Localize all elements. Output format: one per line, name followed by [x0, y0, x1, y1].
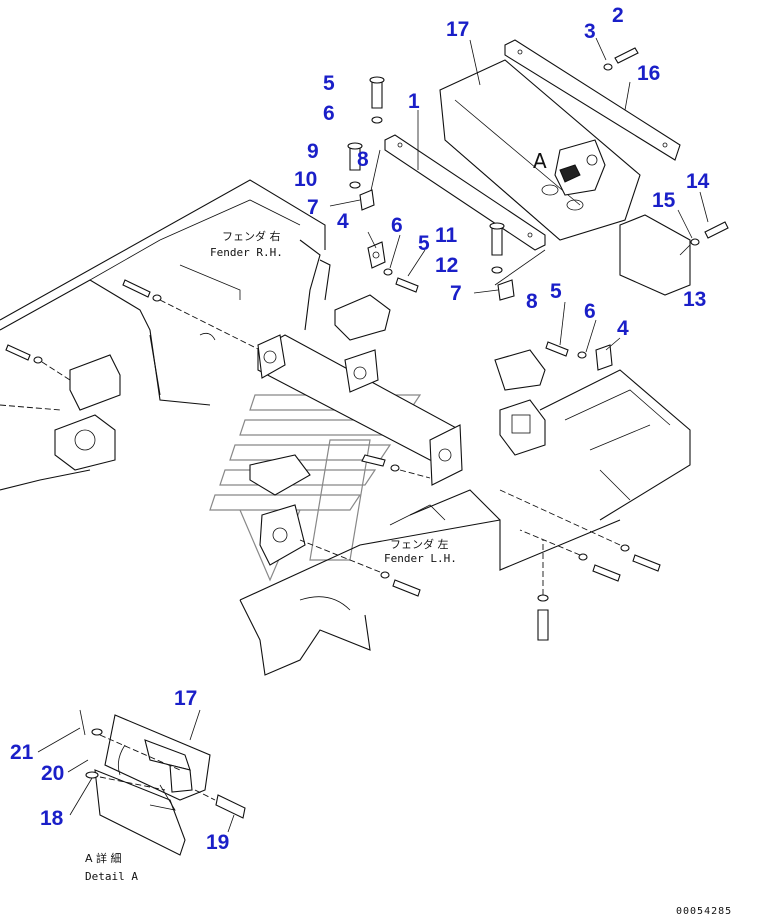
callout-5-top: 5 [323, 72, 335, 95]
drawing-code: 00054285 [676, 906, 732, 917]
center-mount-upper [334, 294, 391, 393]
callout-7-top: 7 [307, 196, 319, 219]
callout-1: 1 [408, 90, 420, 113]
bolt-11 [489, 222, 505, 274]
callout-13: 13 [683, 288, 706, 311]
callout-4-right: 4 [617, 317, 629, 340]
callout-15: 15 [652, 189, 676, 212]
left-bolt-1 [122, 279, 162, 302]
callout-10: 10 [294, 168, 317, 191]
clip-8-mid [497, 279, 515, 301]
callout-17-top: 17 [446, 18, 469, 41]
callout-21: 21 [10, 741, 34, 764]
callout-20: 20 [41, 762, 64, 785]
right-mount-upper [494, 349, 546, 456]
bracket-1 [384, 134, 546, 251]
callout-14: 14 [686, 170, 710, 193]
detail-a-jp: A 詳 細 [85, 851, 122, 865]
callout-6-right: 6 [584, 300, 596, 323]
bolt-5-right [545, 341, 587, 359]
latch-component [554, 139, 606, 196]
main-crossmember [257, 334, 463, 486]
callout-6-top: 6 [323, 102, 335, 125]
callout-labels: 1 2 3 4 4 5 5 5 6 6 6 7 7 8 8 9 10 11 12… [10, 4, 710, 854]
clip-8-top [359, 189, 375, 211]
fender-rh-en: Fender R.H. [210, 246, 283, 259]
callout-16: 16 [637, 62, 660, 85]
bottom-bolt-2 [519, 529, 621, 582]
bolt-14 [690, 221, 729, 246]
callout-8-mid: 8 [526, 290, 538, 313]
vertical-bolt [537, 540, 549, 641]
callout-6-mid: 6 [391, 214, 403, 237]
callout-9: 9 [307, 140, 319, 163]
callout-5-mid: 5 [418, 232, 430, 255]
plate-16 [504, 39, 681, 161]
right-frame [539, 369, 691, 521]
callout-4-top: 4 [337, 210, 349, 233]
callout-17-detail: 17 [174, 687, 197, 710]
bottom-bolt-1 [299, 539, 421, 597]
panel-17 [439, 59, 641, 241]
bracket-4-top [367, 241, 386, 269]
callout-2: 2 [612, 4, 624, 27]
fender-rh-jp: フェンダ 右 [222, 229, 281, 243]
leader-lines [329, 37, 709, 353]
fender-lh-en: Fender L.H. [384, 552, 457, 565]
detail-a-inset [79, 709, 246, 856]
left-bolt-2 [5, 344, 43, 364]
callout-7-mid: 7 [450, 282, 462, 305]
callout-3: 3 [584, 20, 596, 43]
left-mount [0, 354, 121, 471]
center-bolt-1 [361, 454, 431, 479]
left-frame [0, 179, 331, 491]
callout-12: 12 [435, 254, 458, 277]
view-marker-a: A [533, 149, 547, 173]
bottom-frame [239, 489, 621, 676]
bolt-9 [347, 142, 363, 189]
callout-5-right: 5 [550, 280, 562, 303]
detail-a-en: Detail A [85, 870, 138, 883]
bracket-4-right [595, 344, 613, 371]
callout-18: 18 [40, 807, 64, 830]
bolt-2 [603, 47, 639, 71]
bolt-5-top [369, 76, 385, 124]
bottom-bolt-3 [499, 489, 661, 572]
bolt-5-mid [383, 268, 419, 293]
callout-11: 11 [435, 224, 458, 247]
center-mount-lower [249, 454, 311, 566]
plate-13 [619, 214, 691, 296]
fender-lh-jp: フェンダ 左 [390, 537, 449, 551]
callout-19: 19 [206, 831, 229, 854]
callout-8-top: 8 [357, 148, 369, 171]
